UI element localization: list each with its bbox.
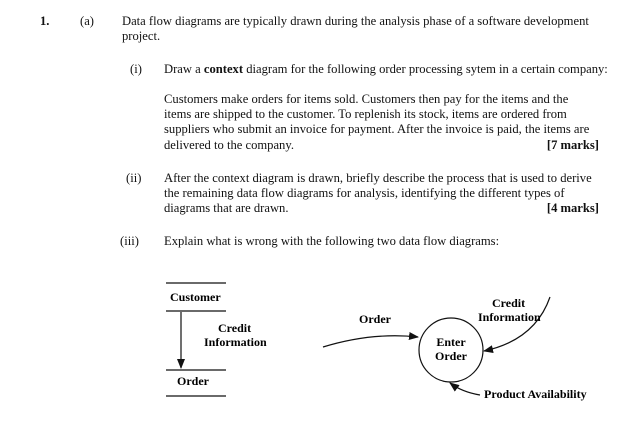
item-i-marks: [7 marks]: [546, 137, 599, 152]
item-iii-text: Explain what is wrong with the following…: [164, 234, 500, 248]
item-i-line-3: suppliers who submit an invoice for paym…: [164, 122, 590, 137]
item-ii-line-2: the remaining data flow diagrams for ana…: [164, 186, 565, 201]
product-availability-flow: [449, 382, 481, 396]
question-number: 1.: [40, 14, 50, 28]
intro-line-2: project.: [122, 29, 161, 43]
order-flow-label: Order: [359, 312, 392, 326]
dfd-1: Customer Credit Information Order: [166, 282, 267, 397]
item-i-label: (i): [130, 62, 142, 76]
item-ii-line-1: After the context diagram is drawn, brie…: [164, 171, 592, 185]
item-i-prompt-rest: diagram for the following order processi…: [243, 62, 608, 76]
item-i-prompt-bold: context: [203, 62, 244, 76]
item-ii-line-3: diagrams that are drawn. [4 marks]: [164, 201, 599, 216]
item-i-prompt: Draw a context diagram for the following…: [164, 62, 608, 77]
credit-flow-label-line-2: Information: [478, 310, 541, 324]
order-input-flow: [322, 332, 419, 348]
item-i-prompt-lead: Draw a: [164, 62, 204, 76]
item-ii-paragraph: After the context diagram is drawn, brie…: [164, 171, 599, 217]
process-label-line-2: Order: [435, 349, 468, 363]
item-i-line-1: Customers make orders for items sold. Cu…: [164, 92, 569, 106]
item-ii-line-3-text: diagrams that are drawn.: [164, 201, 289, 216]
intro-line-1: Data flow diagrams are typically drawn d…: [122, 14, 589, 28]
credit-info-label-line-1: Credit: [218, 321, 251, 335]
product-availability-label: Product Availability: [484, 387, 587, 401]
dfd-2: Enter Order Order Credit Information Pro…: [322, 296, 587, 401]
enter-order-process: [418, 317, 484, 383]
process-label-line-1: Enter: [436, 335, 466, 349]
part-label: (a): [80, 14, 94, 28]
item-ii-marks: [4 marks]: [546, 201, 599, 216]
item-i-line-4-text: delivered to the company.: [164, 137, 294, 152]
credit-info-label-line-2: Information: [204, 335, 267, 349]
item-ii-label: (ii): [126, 171, 142, 185]
order-store-label: Order: [177, 374, 210, 388]
item-iii-label: (iii): [120, 234, 139, 248]
credit-flow-label-line-1: Credit: [492, 296, 525, 310]
credit-info-input-flow: [483, 296, 551, 354]
item-i-line-2: items are shipped to the customer. To re…: [164, 107, 567, 122]
item-i-paragraph: Customers make orders for items sold. Cu…: [164, 92, 599, 153]
item-i-line-4: delivered to the company. [7 marks]: [164, 138, 599, 153]
customer-store-label: Customer: [170, 290, 221, 304]
